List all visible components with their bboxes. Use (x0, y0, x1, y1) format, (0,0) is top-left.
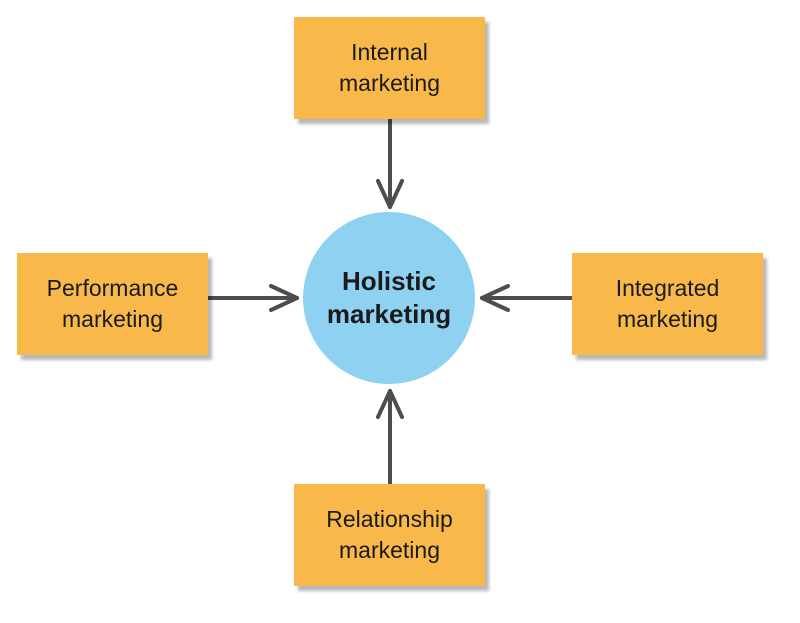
node-performance-marketing: Performance marketing (17, 253, 208, 355)
hub-holistic-marketing: Holistic marketing (303, 212, 475, 384)
node-internal-marketing: Internal marketing (294, 17, 485, 119)
arrow-internal-to-hub (376, 118, 404, 209)
arrow-integrated-to-hub (480, 284, 573, 312)
arrow-relationship-to-hub (376, 389, 404, 486)
node-relationship-marketing: Relationship marketing (294, 484, 485, 586)
arrow-performance-to-hub (206, 284, 299, 312)
node-integrated-marketing: Integrated marketing (572, 253, 763, 355)
